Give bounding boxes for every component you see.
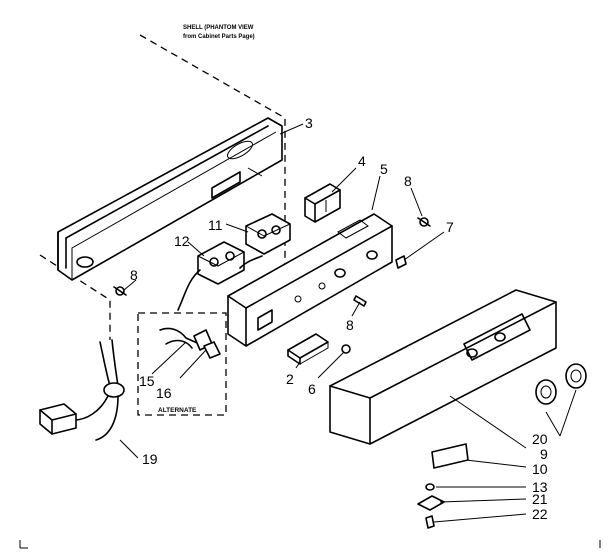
part-10-label-plate <box>431 443 469 469</box>
callout-7: 7 <box>446 219 454 235</box>
callout-22: 22 <box>532 506 548 522</box>
callout-8-middle: 8 <box>346 317 354 333</box>
part-20-knob-front <box>535 379 557 405</box>
callout-20: 20 <box>532 431 548 447</box>
callout-4: 4 <box>358 153 366 169</box>
callout-8-top: 8 <box>404 173 412 189</box>
callout-21: 21 <box>532 491 548 507</box>
callout-15: 15 <box>139 373 155 389</box>
leader-lines <box>119 123 577 523</box>
alternate-box: ALTERNATE <box>137 312 227 416</box>
corner-mark-left <box>19 540 28 549</box>
callout-9: 9 <box>540 446 548 462</box>
part-20-knob-rear <box>565 363 587 389</box>
callout-16: 16 <box>156 385 172 401</box>
callout-5: 5 <box>380 161 388 177</box>
callout-19: 19 <box>142 451 158 467</box>
callout-11: 11 <box>208 217 223 233</box>
screw-8-middle <box>353 295 367 307</box>
part-22-screw <box>425 515 435 529</box>
part-21-bracket <box>417 495 445 511</box>
screw-8-top <box>417 217 431 227</box>
callout-13: 13 <box>532 479 548 495</box>
part-12-thermostat <box>177 241 263 311</box>
part-5-control-bracket <box>227 213 393 347</box>
callout-3: 3 <box>305 115 313 131</box>
callout-10: 10 <box>532 461 548 477</box>
part-2-clip <box>287 333 329 365</box>
header-title-line2: from Cabinet Parts Page) <box>183 34 255 40</box>
part-3-channel-bracket <box>57 117 283 281</box>
callout-8-left: 8 <box>130 267 138 283</box>
screw-6 <box>341 344 351 354</box>
screw-8-left <box>113 286 127 296</box>
part-19-wire-harness <box>39 339 125 441</box>
part-11-thermostat <box>245 213 291 255</box>
alternate-label: ALTERNATE <box>158 407 197 414</box>
part-9-console-panel <box>329 289 557 445</box>
header-title-line1: SHELL (PHANTOM VIEW <box>183 25 254 31</box>
callout-12: 12 <box>174 233 190 249</box>
callout-6: 6 <box>308 381 316 397</box>
part-4-switch <box>304 183 341 223</box>
callout-2: 2 <box>286 371 294 387</box>
screw-7 <box>395 255 407 269</box>
part-13-washer <box>425 483 435 491</box>
